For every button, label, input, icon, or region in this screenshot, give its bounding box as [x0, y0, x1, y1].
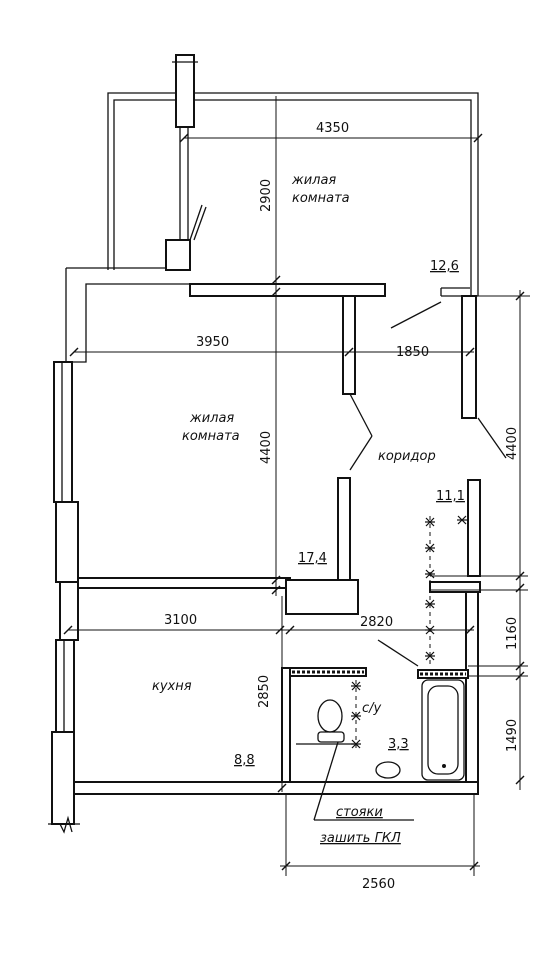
left-upper-wall — [65, 268, 190, 363]
toilet-tank — [317, 731, 345, 743]
dim-bottom-width: 2560 — [362, 877, 395, 892]
dim-right-1160: 1160 — [505, 617, 520, 650]
dim-mid-left: 3950 — [196, 335, 229, 350]
bottom-wall — [73, 781, 479, 795]
room-label-corridor: коридор — [378, 449, 436, 464]
labels: жилая комната 12,6 жилая комната 17,4 ко… — [152, 121, 520, 892]
room-label-wc: с/у — [362, 701, 382, 716]
room-label-kitchen: кухня — [152, 679, 192, 694]
partition-mid-lower — [337, 477, 351, 581]
right-wall-upper — [461, 295, 477, 419]
dim-bottom-right: 2820 — [360, 615, 393, 630]
room-area-wc: 3,3 — [388, 737, 409, 752]
dim-right-1490: 1490 — [505, 719, 520, 752]
room-area-kitchen: 8,8 — [234, 753, 255, 768]
dim-kitchen-height: 2850 — [257, 675, 272, 708]
left-pier-bottom — [51, 731, 75, 825]
partition-bath-top — [429, 581, 481, 593]
left-window-kitchen — [55, 639, 75, 733]
balcony-door-line — [189, 204, 203, 241]
left-window-mid — [53, 361, 73, 503]
door-leaf — [390, 301, 442, 329]
room-area-living1: 12,6 — [430, 259, 459, 274]
wc-left-wall — [281, 667, 291, 789]
top-room-outer-wall — [107, 92, 479, 296]
toilet-icon — [317, 699, 343, 733]
pier — [165, 239, 191, 271]
left-pier — [55, 501, 79, 583]
room-label-living1-line2: комната — [292, 191, 350, 206]
pier-shaft — [285, 579, 359, 615]
door-leaf — [377, 639, 419, 667]
room-label-living2-line1: жилая — [189, 411, 234, 426]
room-area-corridor: 11,1 — [436, 489, 465, 504]
top-room-inner-wall — [113, 99, 472, 296]
dim-top-width: 4350 — [316, 121, 349, 136]
note-line1: стояки — [336, 805, 383, 820]
room-label-living2-line2: комната — [182, 429, 240, 444]
room-area-living2: 17,4 — [298, 551, 327, 566]
right-wall-corridor — [467, 479, 481, 577]
walls — [48, 54, 507, 834]
right-wall-bath — [465, 591, 479, 789]
dim-top-height: 2900 — [259, 179, 274, 212]
bathtub-inner — [427, 685, 459, 775]
dim-right-height: 4400 — [505, 427, 520, 460]
note-line2: зашить ГКЛ — [320, 831, 401, 846]
dim-mid-right: 1850 — [396, 345, 429, 360]
bathtub-icon — [421, 679, 465, 781]
partition-top-mid — [189, 283, 386, 297]
door-leaf — [477, 417, 507, 459]
fixtures — [292, 670, 466, 781]
dim-bottom-left: 3100 — [164, 613, 197, 628]
dimension-lines — [63, 96, 530, 876]
drain-icon — [442, 764, 446, 768]
room-label-living1-line1: жилая — [291, 173, 336, 188]
dim-mid-height: 4400 — [259, 431, 274, 464]
riser-marks — [351, 515, 467, 752]
door-leaf — [349, 435, 373, 471]
balcony-door-line — [193, 206, 207, 241]
partition-mid-upper — [342, 295, 356, 395]
break-line — [59, 815, 73, 834]
partition-mid-kitchen — [77, 577, 291, 589]
sink-icon — [375, 761, 401, 779]
top-window-pier — [175, 54, 195, 128]
left-pier-lower — [59, 581, 79, 641]
door-leaf — [349, 393, 373, 437]
